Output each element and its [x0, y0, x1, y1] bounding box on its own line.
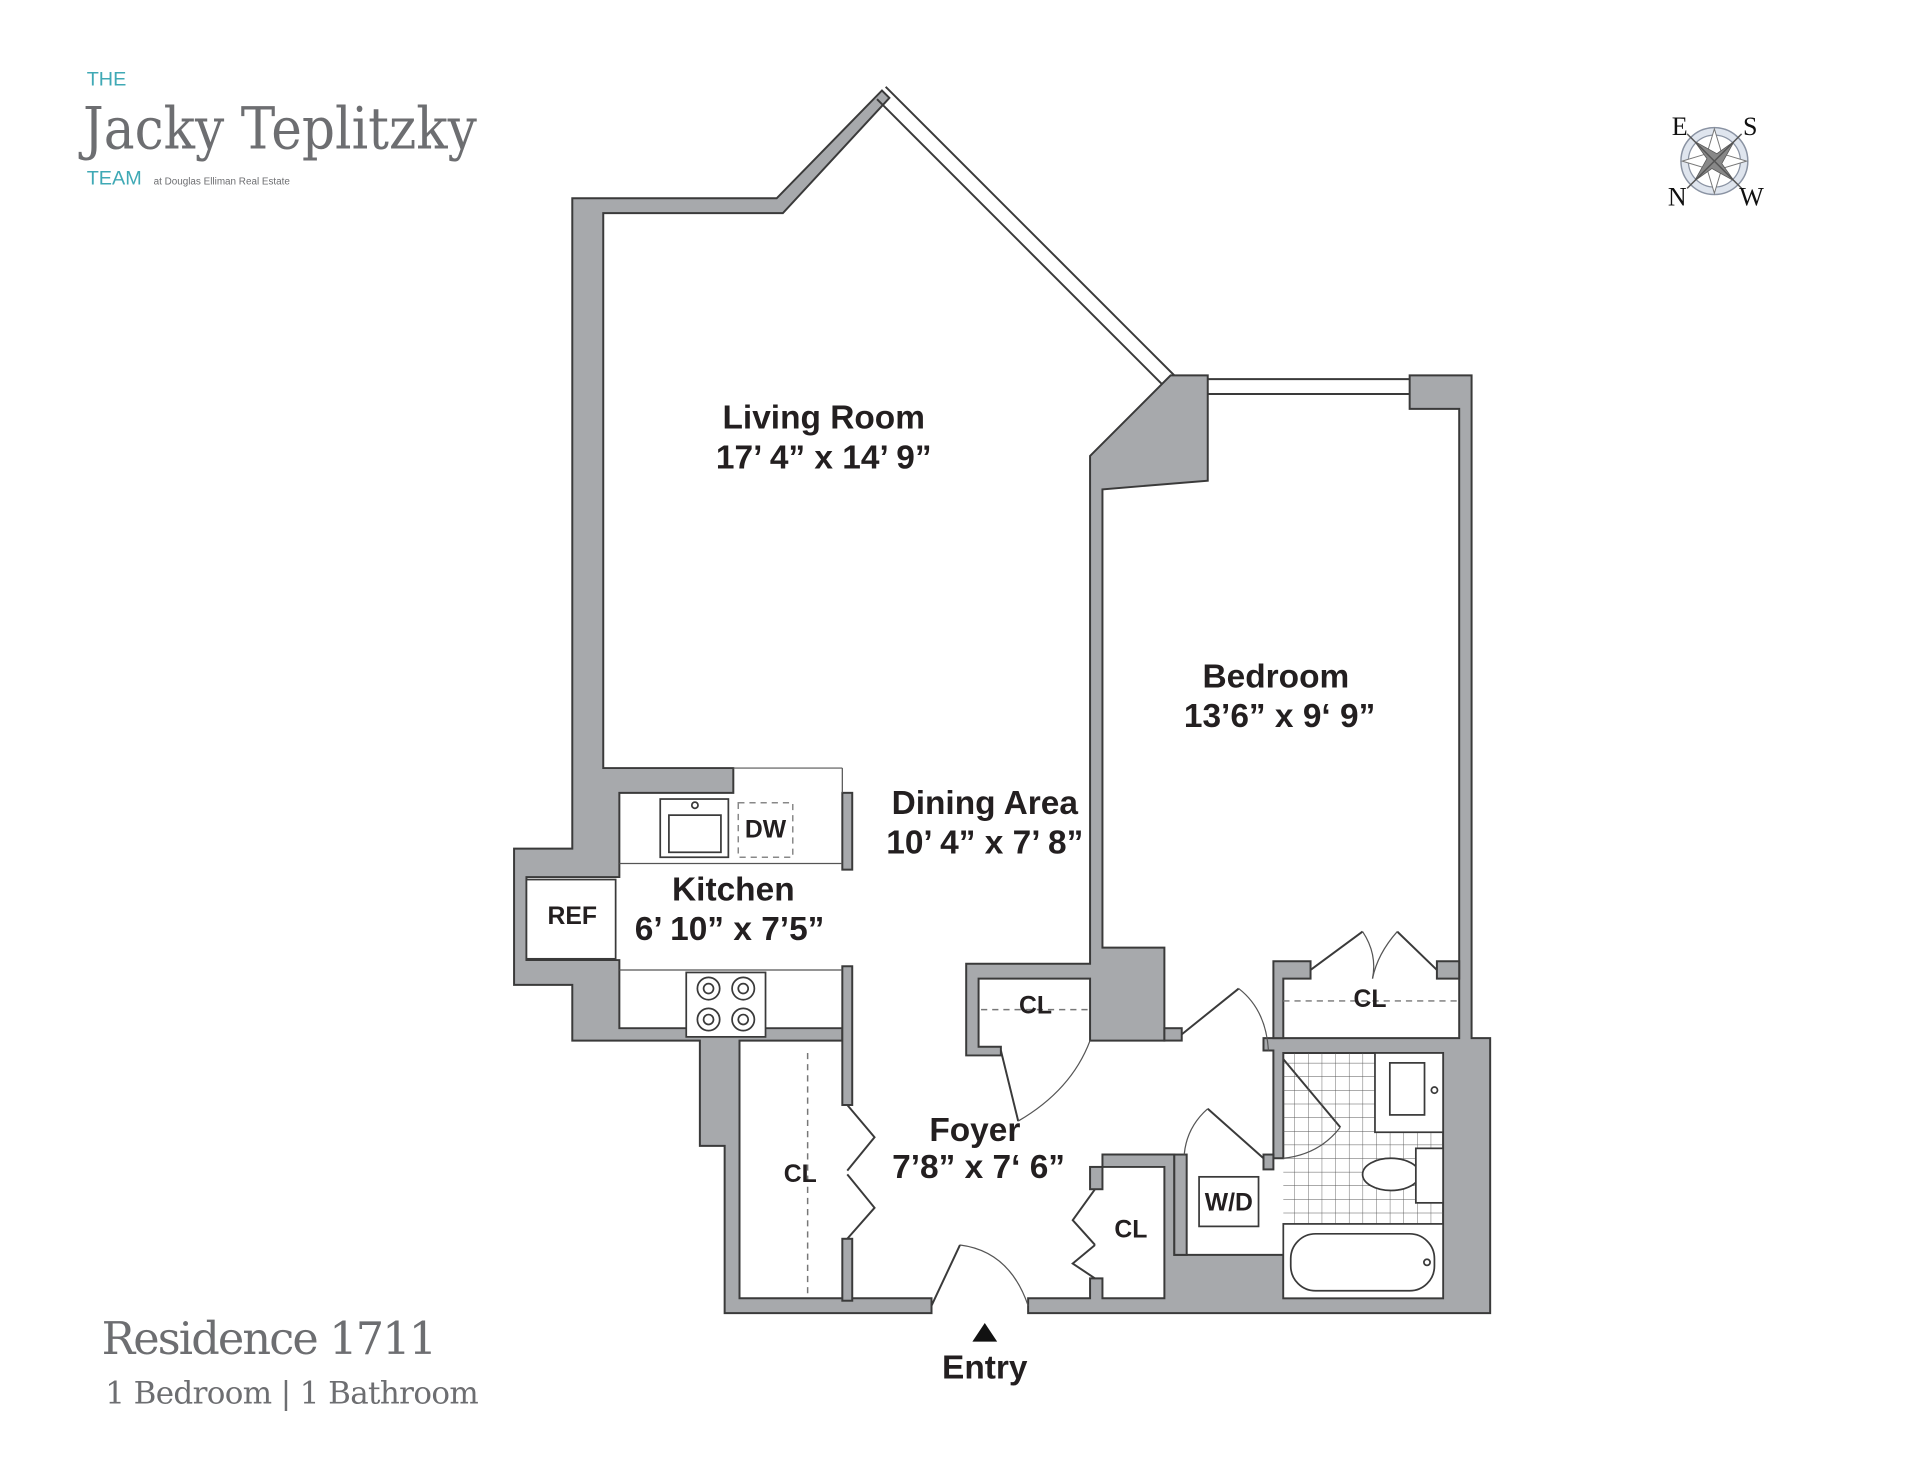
room-name: Living Room	[722, 400, 924, 437]
compass-n: N	[1668, 183, 1687, 212]
entry-label: Entry	[942, 1350, 1028, 1387]
residence-subtitle: 1 Bedroom | 1 Bathroom	[105, 1376, 478, 1412]
logo-affiliation: at Douglas Elliman Real Estate	[154, 177, 291, 188]
room-name: Foyer	[929, 1112, 1020, 1149]
compass-w: W	[1739, 183, 1764, 212]
logo-the: THE	[87, 69, 127, 91]
closet-label-foyer-right: CL	[1114, 1217, 1147, 1244]
room-name: Bedroom	[1202, 659, 1349, 696]
bathtub-icon	[1289, 1232, 1436, 1292]
toilet-icon	[1361, 1147, 1444, 1204]
wd-label: W/D	[1205, 1189, 1253, 1216]
room-dims: 13’6” x 9‘ 9”	[1184, 698, 1375, 735]
closet-label-foyer-left: CL	[784, 1161, 817, 1188]
kitchen-fixtures: DW REF	[525, 767, 843, 1038]
bathroom	[1282, 1052, 1444, 1300]
compass-icon: E S N W	[1668, 112, 1764, 212]
room-living: Living Room 17’ 4” x 14’ 9”	[716, 400, 932, 477]
logo: THE Jacky Teplitzky TEAM at Douglas Elli…	[79, 69, 477, 190]
room-dims: 7’8” x 7‘ 6”	[892, 1149, 1065, 1186]
room-name: Kitchen	[672, 872, 795, 909]
room-name: Dining Area	[892, 785, 1079, 822]
sink-icon	[659, 798, 730, 859]
room-bedroom: Bedroom 13’6” x 9‘ 9”	[1184, 659, 1375, 736]
room-dining: Dining Area 10’ 4” x 7’ 8”	[886, 785, 1083, 862]
closet-label-dining: CL	[1019, 992, 1052, 1019]
logo-team: TEAM	[87, 168, 142, 190]
vanity-icon	[1374, 1052, 1444, 1134]
compass-s: S	[1743, 112, 1757, 141]
room-dims: 10’ 4” x 7’ 8”	[886, 825, 1083, 862]
residence-title: Residence 1711	[102, 1313, 436, 1365]
ref-label: REF	[548, 903, 598, 930]
entry-arrow-icon	[972, 1323, 998, 1342]
room-foyer: Foyer 7’8” x 7‘ 6”	[892, 1112, 1065, 1186]
closet-label-bedroom: CL	[1354, 986, 1387, 1013]
dw-label: DW	[745, 816, 787, 843]
stove-icon	[685, 971, 767, 1038]
logo-name: Jacky Teplitzky	[79, 95, 477, 163]
compass-e: E	[1672, 112, 1688, 141]
room-dims: 17’ 4” x 14’ 9”	[716, 439, 932, 476]
room-kitchen: Kitchen 6’ 10” x 7’5”	[635, 872, 825, 949]
room-dims: 6’ 10” x 7’5”	[635, 911, 825, 948]
walls	[513, 86, 1492, 1315]
